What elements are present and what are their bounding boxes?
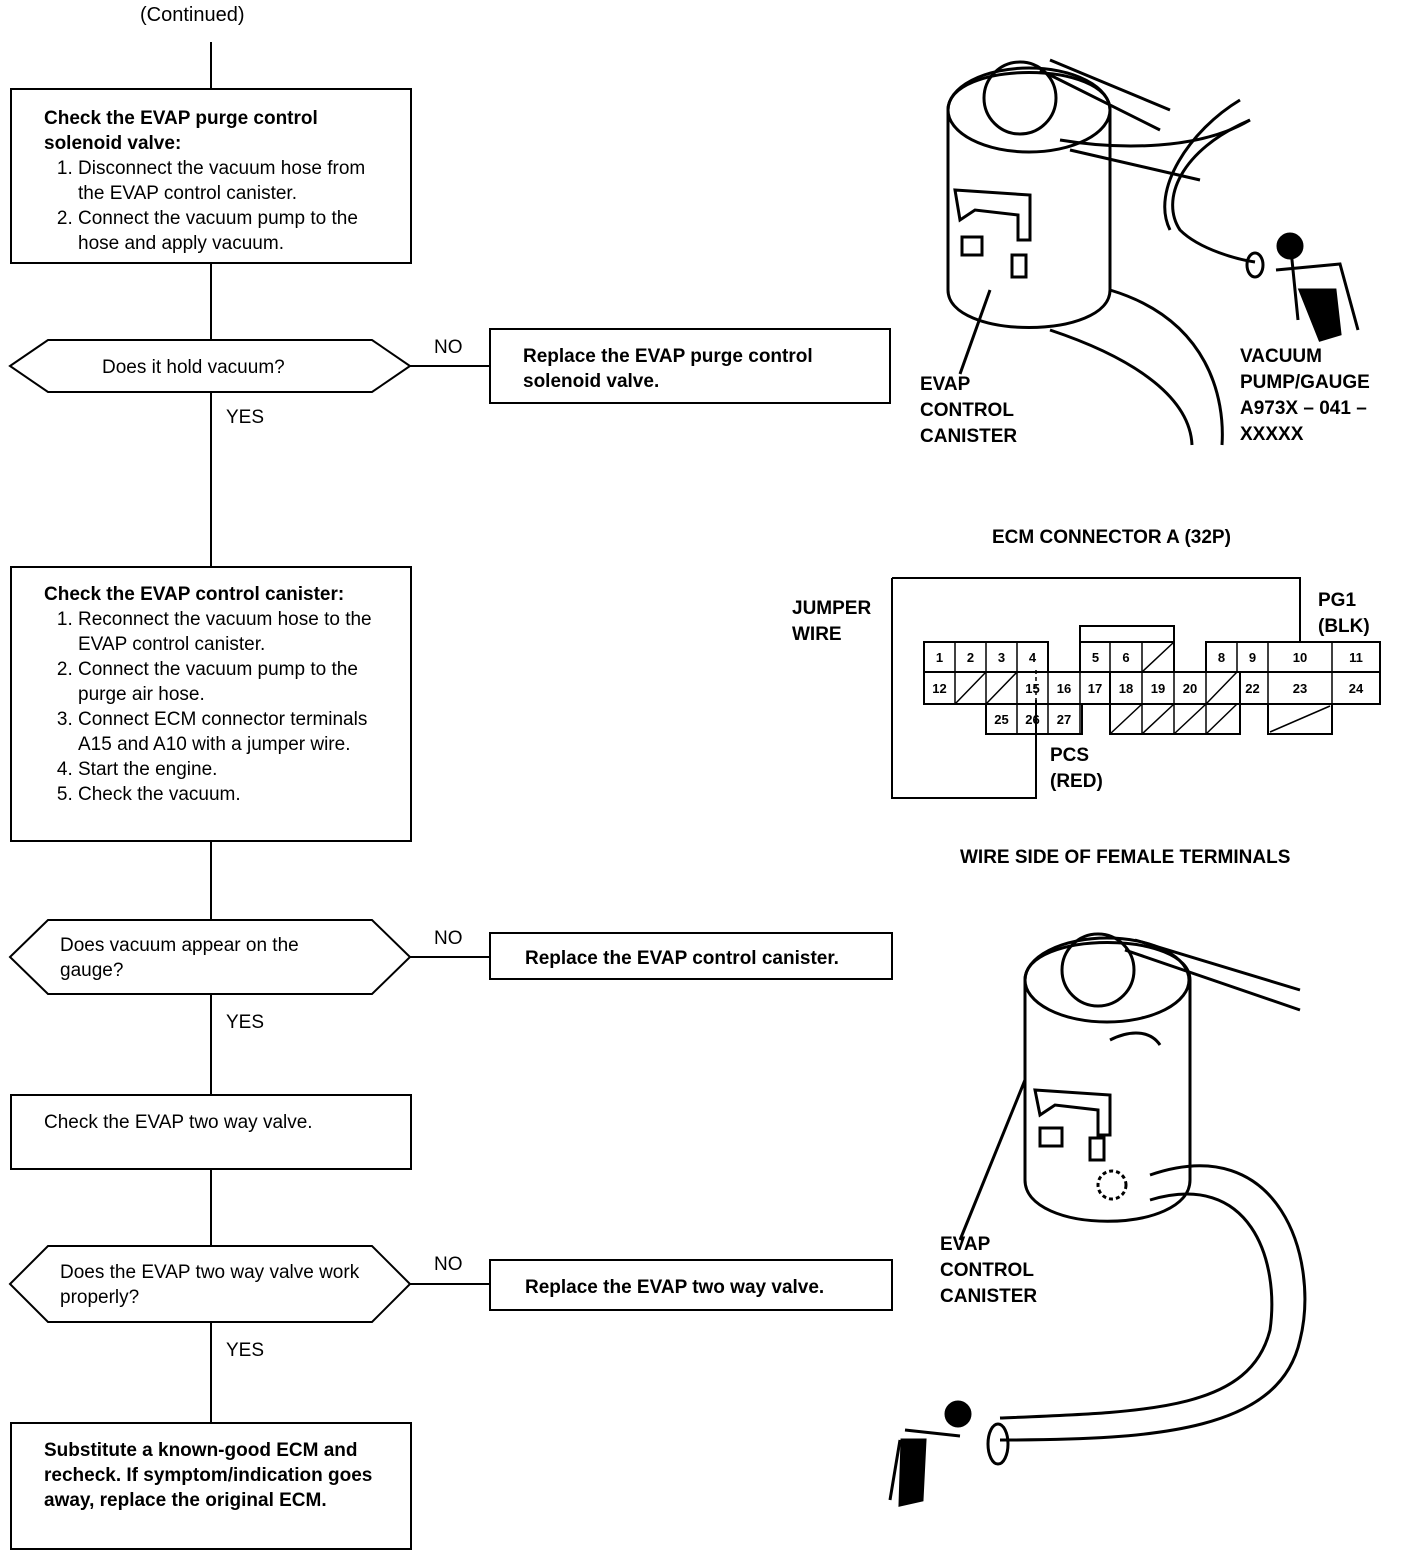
- list-item: Reconnect the vacuum hose to the EVAP co…: [78, 607, 380, 657]
- step-title: Check the EVAP purge control solenoid va…: [44, 108, 318, 154]
- label-line: PCS: [1050, 745, 1090, 766]
- jumper-wire-label: JUMPER WIRE: [792, 596, 871, 648]
- label-line: CONTROL: [940, 1260, 1034, 1281]
- step-two-way-valve-check: Check the EVAP two way valve.: [10, 1094, 412, 1170]
- label-line: CANISTER: [940, 1286, 1038, 1307]
- label-line: JUMPER: [792, 598, 872, 619]
- label-line: PUMP/GAUGE: [1240, 372, 1370, 393]
- connector-title: ECM CONNECTOR A (32P): [992, 527, 1231, 548]
- action-replace-purge-valve: Replace the EVAP purge control solenoid …: [489, 328, 891, 404]
- pin-label: 6: [1122, 650, 1130, 665]
- step-title: Check the EVAP control canister:: [44, 584, 345, 605]
- pin-label: 1: [935, 650, 944, 665]
- ecm-connector-drawing: [891, 577, 1381, 799]
- pin-label: 8: [1217, 650, 1226, 665]
- list-item: Disconnect the vacuum hose from the EVAP…: [78, 156, 380, 206]
- label-line: A973X – 041 –: [1240, 398, 1367, 419]
- yes-label: YES: [226, 407, 265, 428]
- pin-label: 23: [1292, 681, 1308, 696]
- step-canister-check: Check the EVAP control canister: Reconne…: [10, 566, 412, 842]
- step-substitute-ecm: Substitute a known-good ECM and recheck.…: [10, 1422, 412, 1550]
- action-replace-canister: Replace the EVAP control canister.: [489, 932, 893, 980]
- step-purge-valve-check: Check the EVAP purge control solenoid va…: [10, 88, 412, 264]
- pcs-label: PCS (RED): [1050, 743, 1103, 795]
- decision-shape-2: [8, 919, 412, 995]
- pin-label: 15: [1025, 681, 1040, 696]
- question-two-way-valve: Does the EVAP two way valve work properl…: [60, 1262, 360, 1308]
- pin-label: 12: [932, 681, 947, 696]
- pin-label: 20: [1182, 681, 1198, 696]
- decision-shape-3: [8, 1245, 412, 1323]
- pin-label: 9: [1248, 650, 1257, 665]
- pin-label: 17: [1087, 681, 1103, 696]
- pg1-label: PG1 (BLK): [1318, 588, 1370, 640]
- label-line: CONTROL: [920, 400, 1014, 421]
- pin-label: 3: [997, 650, 1006, 665]
- list-item: Check the vacuum.: [78, 782, 380, 807]
- label-line: PG1: [1318, 590, 1357, 611]
- pin-label: 24: [1348, 681, 1364, 696]
- pin-label: 16: [1056, 681, 1072, 696]
- no-label: NO: [434, 928, 463, 949]
- label-line: WIRE: [792, 624, 842, 645]
- pin-label: 27: [1056, 712, 1072, 727]
- pin-label: 11: [1349, 650, 1363, 665]
- top-canister-illustration: [946, 58, 1360, 446]
- pin-label: 2: [966, 650, 975, 665]
- pin-label: 22: [1245, 681, 1260, 696]
- connector-footer: WIRE SIDE OF FEMALE TERMINALS: [960, 847, 1291, 868]
- action-replace-two-way-valve: Replace the EVAP two way valve.: [489, 1259, 893, 1311]
- pin-label: 4: [1028, 650, 1037, 665]
- label-line: CANISTER: [920, 426, 1018, 447]
- question-hold-vacuum: Does it hold vacuum?: [102, 357, 285, 378]
- label-line: EVAP: [920, 374, 971, 395]
- yes-label: YES: [226, 1012, 265, 1033]
- pin-label: 25: [994, 712, 1009, 727]
- no-label: NO: [434, 1254, 463, 1275]
- yes-label: YES: [226, 1340, 265, 1361]
- label-line: EVAP: [940, 1234, 991, 1255]
- canister-label-top: EVAP CONTROL CANISTER: [920, 372, 1017, 450]
- pin-label: 19: [1150, 681, 1166, 696]
- label-line: (BLK): [1318, 616, 1370, 637]
- label-line: VACUUM: [1240, 346, 1322, 367]
- question-vacuum-on-gauge: Does vacuum appear on the gauge?: [60, 935, 299, 981]
- list-item: Start the engine.: [78, 757, 380, 782]
- bottom-canister-illustration: [888, 932, 1307, 1507]
- label-line: (RED): [1050, 771, 1103, 792]
- canister-label-bottom: EVAP CONTROL CANISTER: [940, 1232, 1037, 1310]
- list-item: Connect the vacuum pump to the purge air…: [78, 657, 380, 707]
- label-line: XXXXX: [1240, 424, 1304, 445]
- list-item: Connect the vacuum pump to the hose and …: [78, 206, 380, 256]
- pin-label: 5: [1091, 650, 1100, 665]
- decision-shape-1: [8, 339, 412, 393]
- pin-label: 18: [1118, 681, 1134, 696]
- pin-label: 26: [1025, 712, 1040, 727]
- continued-label: (Continued): [140, 4, 245, 26]
- no-label: NO: [434, 337, 463, 358]
- vacuum-pump-label: VACUUM PUMP/GAUGE A973X – 041 – XXXXX: [1240, 344, 1370, 448]
- list-item: Connect ECM connector terminals A15 and …: [78, 707, 380, 757]
- pin-label: 10: [1292, 650, 1308, 665]
